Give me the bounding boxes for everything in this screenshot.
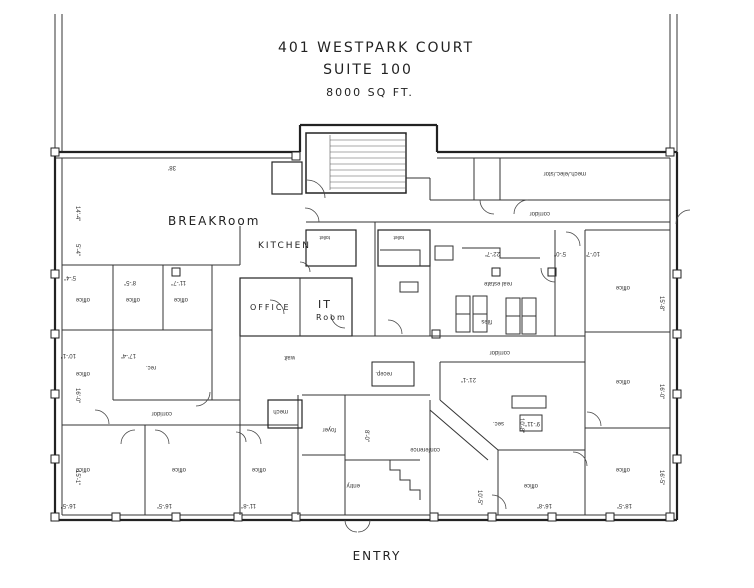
mech-label: mech	[273, 408, 288, 414]
office-label-9: office	[615, 284, 630, 290]
mech-elec-stor-label: mech./elec./stor	[544, 170, 586, 176]
dim-5-4-b: 5'-4"	[64, 274, 76, 280]
dim-38: 38'	[168, 164, 176, 170]
dim-17-4: 17'-4"	[121, 352, 136, 358]
wait-label: wait	[284, 354, 296, 360]
dim-14-4: 14'-4"	[74, 206, 80, 221]
foyer-label: foyer	[323, 426, 336, 432]
office-label-2: office	[125, 296, 140, 302]
dim-22-7: 22'-7"	[485, 250, 500, 256]
dim-11-7: 11'-7"	[171, 279, 186, 285]
dim-15-1: 15'-1"	[74, 470, 80, 485]
kitchen-label: KITCHEN	[258, 241, 311, 251]
dim-8-0: 8'-0"	[363, 430, 369, 442]
structural-columns	[50, 147, 682, 522]
dim-10-1-a: 10'-1"	[61, 352, 76, 358]
interior-walls	[62, 132, 670, 515]
dim-15-8: 15'-8"	[658, 296, 664, 311]
furniture	[380, 245, 547, 432]
office-label-5: office	[75, 466, 90, 472]
dim-21-1: 21'-1"	[461, 376, 476, 382]
recep-label: recep.	[375, 370, 392, 376]
entry-small-label: entry	[347, 482, 360, 488]
dim-16-5-a: 16'-5"	[61, 502, 76, 508]
files-label: files	[481, 318, 492, 324]
it-room-label: IT	[318, 298, 332, 311]
address-title: 401 WESTPARK COURT	[278, 40, 474, 56]
corridor-label-mid: corridor	[490, 349, 510, 355]
office-label-8: office	[523, 482, 538, 488]
dim-16-0-a: 16'-0"	[74, 388, 80, 403]
office-small-label: OFFICE	[250, 303, 291, 312]
dim-9-11: 9'-11"	[525, 420, 540, 426]
room-labels: BREAKRoom KITCHEN OFFICE IT Room office …	[75, 170, 630, 488]
office-label-1: office	[75, 296, 90, 302]
dimension-labels: 38' 14'-4" 5'-4" 5'-4" 8'-5" 11'-7" 10'-…	[61, 164, 664, 508]
office-label-10: office	[615, 378, 630, 384]
real-estate-label: real estate	[483, 280, 512, 286]
dim-16-5-c: 16'-5"	[658, 470, 664, 485]
corridor-label-left: corridor	[152, 410, 172, 416]
office-label-11: office	[615, 466, 630, 472]
office-label-3: office	[173, 296, 188, 302]
break-room-label: BREAKRoom	[168, 214, 260, 228]
door-swings	[94, 179, 691, 533]
office-label-7: office	[251, 466, 266, 472]
dim-10-7: 10'-7"	[585, 250, 600, 256]
dim-18-5: 18'-5"	[617, 502, 632, 508]
square-footage: 8000 SQ FT.	[326, 86, 414, 99]
dim-16-0-b: 16'-0"	[658, 384, 664, 399]
dim-10-8: 10'-8"	[518, 418, 524, 433]
conference-label: conference	[410, 446, 440, 452]
dim-10-5: 10'-5"	[476, 490, 482, 505]
rec-label: rec.	[146, 364, 156, 370]
dim-16-5-b: 16'-5"	[157, 502, 172, 508]
dim-11-8: 11'-8"	[241, 502, 256, 508]
dim-5-0: 5'-0"	[554, 250, 566, 256]
office-label-4: office	[75, 370, 90, 376]
toilet-label-1: toilet	[319, 234, 330, 240]
dim-16-8: 16'-8"	[537, 502, 552, 508]
it-room-label-2: Room	[316, 313, 347, 322]
entry-label: ENTRY	[353, 549, 402, 563]
suite-title: SUITE 100	[323, 62, 413, 78]
office-label-6: office	[171, 466, 186, 472]
corridor-label-top: corridor	[530, 210, 550, 216]
dim-8-5: 8'-5"	[124, 279, 136, 285]
sec-label: sec.	[493, 420, 504, 426]
dim-5-4-a: 5'-4"	[74, 244, 80, 256]
toilet-label-2: toilet	[393, 234, 404, 240]
